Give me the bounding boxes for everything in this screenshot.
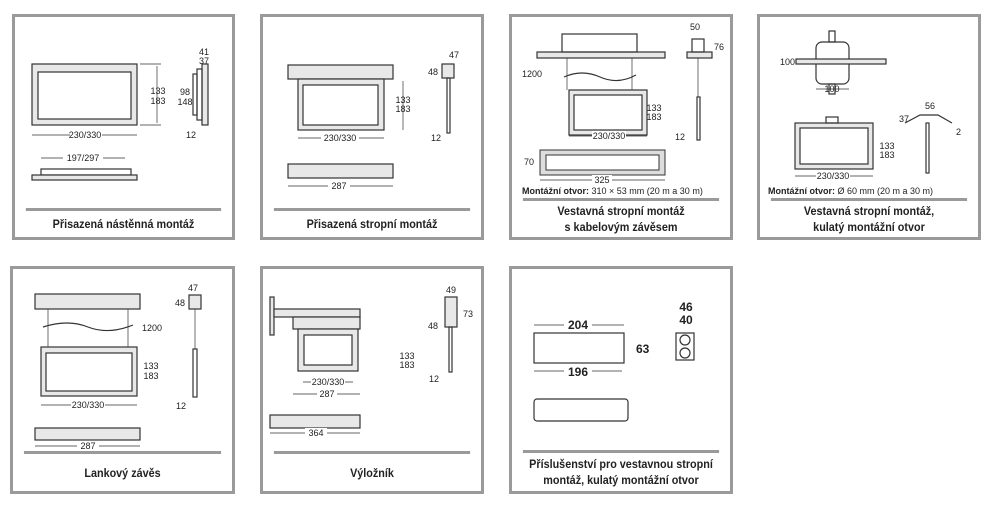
dim-76: 76 <box>714 42 724 52</box>
dim-inner-2: 148 <box>177 97 192 107</box>
note-value: Ø 60 mm (20 m a 30 m) <box>837 186 934 196</box>
panel-wall-surface-mount: 133 183 230/330 41 37 98 148 12 197/297 … <box>12 14 235 240</box>
dim-height-2: 183 <box>399 360 414 370</box>
dim-height-1: 133 <box>150 86 165 96</box>
dim-thickness: 12 <box>186 130 196 140</box>
dim-thickness: 12 <box>176 401 186 411</box>
dim-bottom: 197/297 <box>67 153 100 163</box>
mounting-hole-note: Montážní otvor: 310 × 53 mm (20 m a 30 m… <box>522 186 703 196</box>
dim-height-1: 133 <box>646 103 661 113</box>
dim-40: 40 <box>679 313 693 327</box>
dim-height-1: 133 <box>879 141 894 151</box>
caption: Lankový závěs <box>23 451 222 491</box>
caption: Přisazená stropní montáž <box>273 208 471 237</box>
caption-line-2: s kabelovým závěsem <box>564 220 678 234</box>
dim-100-height: 100 <box>780 57 795 67</box>
cable-suspension-drawing: 1200 133 183 230/330 47 48 12 287 <box>34 283 202 451</box>
dim-width: 230/330 <box>817 171 850 181</box>
wall-mount-drawing: 133 183 230/330 41 37 98 148 12 197/297 <box>31 47 209 181</box>
dim-cable-length: 1200 <box>142 323 162 333</box>
dim-height-2: 183 <box>395 104 410 114</box>
dim-48: 48 <box>428 321 438 331</box>
mounting-hole-note: Montážní otvor: Ø 60 mm (20 m a 30 m) <box>768 186 933 196</box>
note-label: Montážní otvor: <box>522 186 589 196</box>
dim-height-2: 183 <box>143 371 158 381</box>
caption-line-1: Příslušenství pro vestavnou stropní <box>529 457 713 471</box>
ceiling <box>536 51 666 59</box>
dim-bottom: 364 <box>308 428 323 438</box>
dim-box-width: 47 <box>188 283 198 293</box>
caption-line-2: kulatý montážní otvor <box>813 220 925 234</box>
dim-width: 230/330 <box>593 131 626 141</box>
recessed-cable-drawing: 1200 133 183 230/330 50 76 12 70 325 <box>522 22 724 185</box>
panel-recessed-cable-mount: 1200 133 183 230/330 50 76 12 70 325 Mon… <box>509 14 733 240</box>
dim-325: 325 <box>594 175 609 185</box>
dim-49: 49 <box>446 285 456 295</box>
dim-thickness: 12 <box>431 133 441 143</box>
caption-line-1: Vestavná stropní montáž <box>557 204 685 218</box>
dim-width: 230/330 <box>324 133 357 143</box>
caption: Přisazená nástěnná montáž <box>25 208 222 237</box>
caption: Vestavná stropní montáž s kabelovým závěs… <box>522 198 720 237</box>
dim-50: 50 <box>690 22 700 32</box>
note-value: 310 × 53 mm (20 m a 30 m) <box>591 186 703 196</box>
panel-accessory: 204 63 196 46 40 Příslušenství pro vesta… <box>509 266 733 494</box>
dim-thickness: 12 <box>675 132 685 142</box>
panel-wall-bracket: 133 183 230/330 287 49 73 48 12 364 Výlo… <box>260 266 484 494</box>
dim-196: 196 <box>568 365 588 379</box>
dim-height-2: 183 <box>150 96 165 106</box>
dim-204: 204 <box>568 318 588 332</box>
dim-height-1: 133 <box>395 95 410 105</box>
dim-width: 230/330 <box>69 130 102 140</box>
caption: Výložník <box>273 451 471 491</box>
dim-46: 46 <box>679 300 693 314</box>
recessed-round-drawing: 100 100 133 183 230/330 56 37 2 <box>780 30 961 181</box>
panel-ceiling-surface-mount: 133 183 230/330 47 48 12 287 Přisazená s… <box>260 14 484 240</box>
dim-2: 2 <box>956 127 961 137</box>
dim-bottom: 287 <box>80 441 95 451</box>
dim-box-height: 48 <box>428 67 438 77</box>
dim-depth-2: 37 <box>199 56 209 66</box>
dim-depth-1: 41 <box>199 47 209 57</box>
caption-line-1: Vestavná stropní montáž, <box>803 204 935 218</box>
ceiling-mount-drawing: 133 183 230/330 47 48 12 287 <box>287 50 459 192</box>
accessory-drawing: 204 63 196 46 40 <box>533 300 695 422</box>
dim-73: 73 <box>463 309 473 319</box>
note-label: Montážní otvor: <box>768 186 835 196</box>
dim-width: 230/330 <box>72 400 105 410</box>
dim-height-1: 133 <box>143 361 158 371</box>
dim-inner-1: 98 <box>180 87 190 97</box>
dim-width: 230/330 <box>312 377 345 387</box>
dim-box-height: 48 <box>175 298 185 308</box>
wall-bracket-drawing: 133 183 230/330 287 49 73 48 12 364 <box>269 285 473 438</box>
caption-line-2: montáž, kulatý montážní otvor <box>543 473 699 487</box>
dim-56: 56 <box>925 101 935 111</box>
caption: Příslušenství pro vestavnou stropní montá… <box>522 450 720 491</box>
dim-100-width: 100 <box>824 84 839 94</box>
dim-70: 70 <box>524 157 534 167</box>
dim-bottom: 287 <box>331 181 346 191</box>
dim-cable-length: 1200 <box>522 69 542 79</box>
dim-63: 63 <box>636 342 650 356</box>
caption: Vestavná stropní montáž, kulatý montážní … <box>770 198 968 237</box>
panel-cable-suspension: 1200 133 183 230/330 47 48 12 287 Lankov… <box>10 266 235 494</box>
panel-recessed-round-hole: 100 100 133 183 230/330 56 37 2 Montážní… <box>757 14 981 240</box>
dim-height-2: 183 <box>646 112 661 122</box>
dim-287: 287 <box>319 389 334 399</box>
ceiling-box <box>287 64 394 80</box>
dim-thickness: 12 <box>429 374 439 384</box>
dim-box-width: 47 <box>449 50 459 60</box>
dim-37: 37 <box>899 114 909 124</box>
dim-height-2: 183 <box>879 150 894 160</box>
dim-height-1: 133 <box>399 351 414 361</box>
